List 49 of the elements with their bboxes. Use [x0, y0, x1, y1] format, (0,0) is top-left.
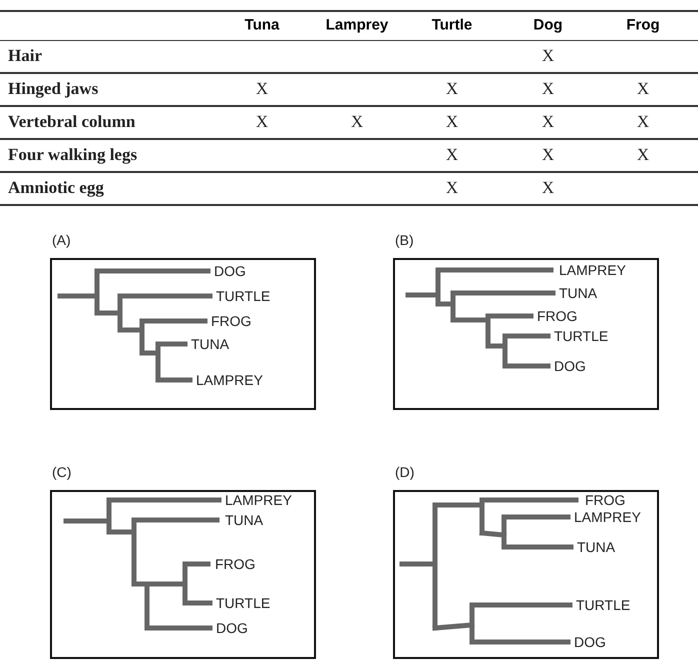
check-mark: X — [350, 112, 364, 132]
check-mark: X — [542, 46, 554, 66]
check-mark: X — [446, 178, 458, 198]
species-header: Turtle — [432, 16, 472, 34]
check-mark: X — [446, 145, 458, 165]
check-mark: X — [446, 112, 458, 132]
species-header: Frog — [626, 16, 660, 34]
check-mark: X — [542, 145, 554, 165]
taxon-label: TUNA — [577, 539, 616, 555]
taxon-label: TURTLE — [216, 595, 270, 611]
trait-label: Vertebral column — [8, 112, 136, 132]
check-mark: X — [256, 112, 268, 132]
taxon-label: FROG — [211, 313, 252, 329]
check-mark: X — [636, 145, 650, 165]
panel-label: (C) — [52, 464, 72, 480]
taxon-label: TUNA — [225, 512, 264, 528]
taxon-label: FROG — [537, 308, 578, 324]
taxon-label: LAMPREY — [196, 372, 263, 388]
taxon-label: TURTLE — [216, 288, 270, 304]
taxon-label: LAMPREY — [225, 492, 292, 508]
check-mark: X — [542, 79, 554, 99]
check-mark: X — [542, 178, 554, 198]
species-header: Lamprey — [326, 16, 388, 34]
check-mark: X — [542, 112, 554, 132]
taxon-label: FROG — [585, 492, 626, 508]
check-mark: X — [446, 79, 458, 99]
trait-label: Amniotic egg — [8, 178, 104, 198]
check-mark: X — [256, 79, 268, 99]
taxon-label: DOG — [554, 358, 586, 374]
taxon-label: FROG — [215, 556, 256, 572]
taxon-label: LAMPREY — [574, 509, 641, 525]
trait-label: Four walking legs — [8, 145, 138, 165]
taxon-label: LAMPREY — [559, 262, 626, 278]
taxon-label: DOG — [214, 263, 246, 279]
taxon-label: DOG — [574, 634, 606, 650]
taxon-label: TURTLE — [576, 597, 630, 613]
taxon-label: TUNA — [559, 285, 598, 301]
panel-label: (D) — [395, 464, 414, 480]
taxon-label: DOG — [216, 620, 248, 636]
species-header: Dog — [533, 16, 563, 34]
check-mark: X — [636, 112, 650, 132]
check-mark: X — [636, 79, 650, 99]
taxon-label: TUNA — [191, 336, 230, 352]
panel-label: (A) — [52, 232, 71, 248]
trait-label: Hinged jaws — [8, 79, 98, 99]
species-header: Tuna — [244, 16, 280, 34]
panel-label: (B) — [395, 232, 414, 248]
taxon-label: TURTLE — [554, 328, 608, 344]
trait-label: Hair — [8, 46, 42, 66]
